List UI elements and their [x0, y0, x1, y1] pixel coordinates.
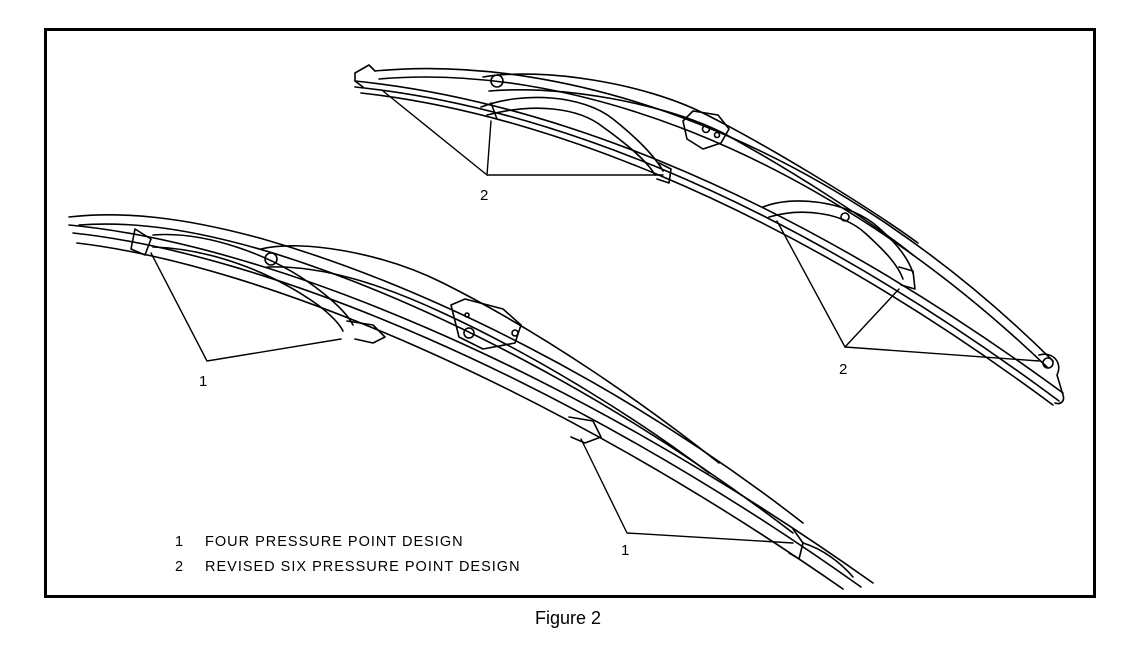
callout-leaders: [150, 90, 1040, 544]
legend-text: REVISED SIX PRESSURE POINT DESIGN: [205, 559, 521, 575]
upper-wiper-blade: [354, 64, 1065, 406]
callout-1-lower-left: 1: [199, 373, 208, 390]
figure-caption: Figure 2: [534, 608, 602, 628]
callout-2-upper-left: 2: [480, 187, 489, 204]
legend-number: 1: [175, 534, 185, 550]
wiper-blade-drawing: [68, 64, 1065, 590]
lower-wiper-blade: [68, 214, 874, 590]
legend-number: 2: [175, 559, 185, 575]
callout-1-lower-right: 1: [621, 542, 630, 559]
figure-legend: 1 FOUR PRESSURE POINT DESIGN 2 REVISED SIX…: [175, 530, 521, 580]
legend-text: FOUR PRESSURE POINT DESIGN: [205, 534, 464, 550]
callout-2-upper-right: 2: [839, 361, 848, 378]
legend-item: 2 REVISED SIX PRESSURE POINT DESIGN: [175, 555, 521, 580]
legend-item: 1 FOUR PRESSURE POINT DESIGN: [175, 530, 521, 555]
